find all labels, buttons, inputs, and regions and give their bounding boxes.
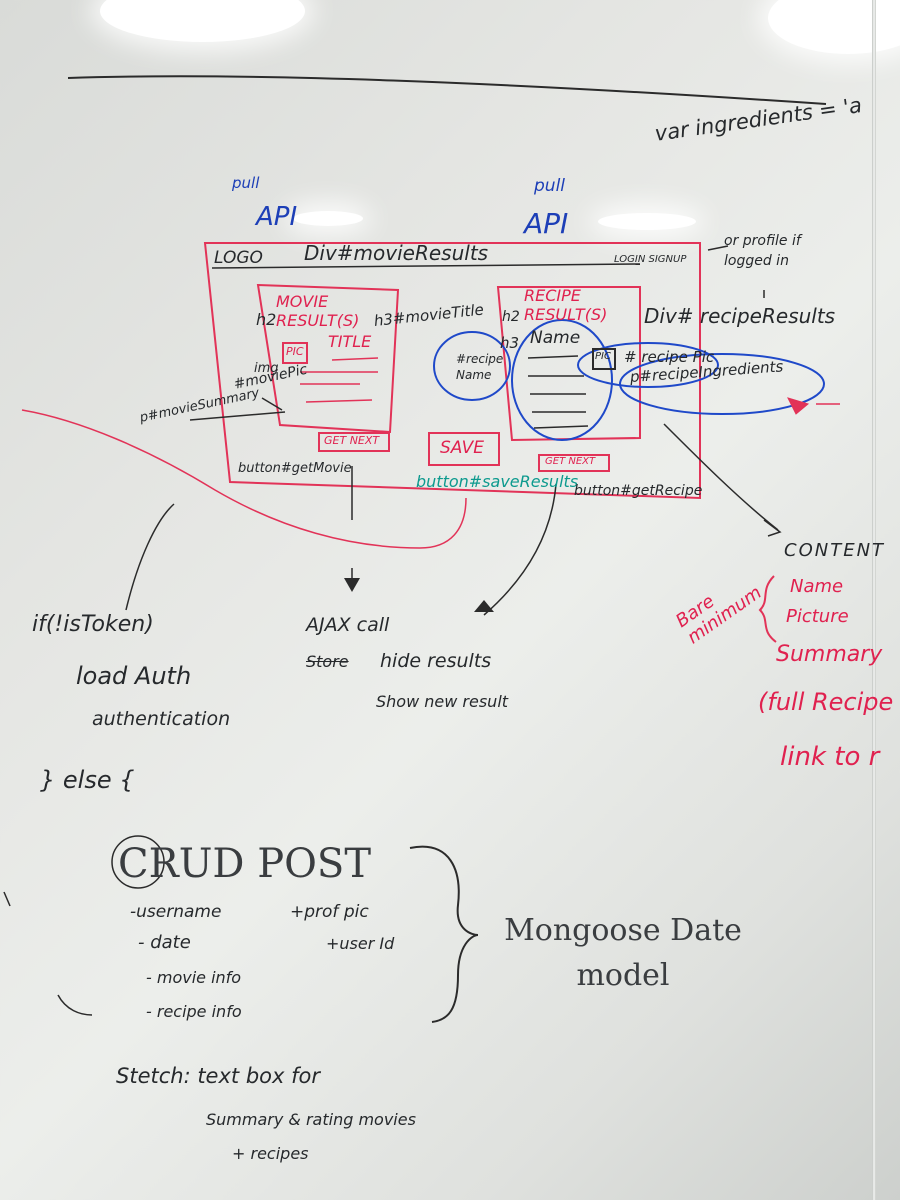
h2-label-right: h2 bbox=[502, 309, 520, 325]
get-next-right-text: GET NEXT bbox=[545, 456, 596, 467]
stretch-line-3: + recipes bbox=[232, 1144, 309, 1163]
post-field-date: - date bbox=[138, 932, 191, 953]
button-get-recipe-text: button#getRecipe bbox=[574, 483, 703, 499]
mongoose-model-text: Mongoose Date model bbox=[504, 913, 742, 993]
stretch-line-2: Summary & rating movies bbox=[206, 1110, 416, 1129]
pic-box-right bbox=[592, 348, 616, 370]
title-text: TITLE bbox=[328, 332, 372, 351]
ajax-call-text: AJAX call bbox=[306, 614, 390, 636]
content-text: CONTENT bbox=[784, 540, 886, 561]
ceiling-light-reflection bbox=[598, 213, 696, 230]
else-text: } else { bbox=[40, 766, 135, 794]
movie-results-text: MOVIE RESULT(S) bbox=[276, 292, 360, 331]
get-next-box-left bbox=[318, 432, 390, 452]
load-auth-text: load Auth bbox=[76, 662, 192, 690]
panel-edge bbox=[872, 0, 876, 1200]
content-item-picture: Picture bbox=[786, 606, 849, 627]
pic-label-left: PIC bbox=[286, 345, 304, 358]
crud-post-text: CRUD POST bbox=[118, 841, 372, 887]
store-text: Store bbox=[306, 652, 349, 671]
content-item-name: Name bbox=[790, 576, 844, 597]
hide-results-text: hide results bbox=[380, 650, 492, 672]
name-text: Name bbox=[530, 328, 581, 348]
pull-label-left: pull bbox=[232, 174, 260, 192]
api-label-right: API bbox=[524, 207, 569, 240]
img-label: img bbox=[254, 361, 279, 376]
ingredients-var-text: var ingredients = 'a bbox=[653, 93, 864, 146]
button-get-movie-text: button#getMovie bbox=[238, 461, 352, 476]
bare-minimum-text: Bare minimum bbox=[672, 581, 766, 649]
get-next-left-text: GET NEXT bbox=[324, 434, 380, 447]
ceiling-light-reflection bbox=[100, 0, 305, 42]
pic-label-right: PIC bbox=[595, 351, 611, 362]
get-next-box-right bbox=[538, 454, 610, 472]
if-is-token-text: if(!isToken) bbox=[32, 612, 154, 637]
div-movie-results-text: Div#movieResults bbox=[304, 241, 489, 265]
api-label-left: API bbox=[256, 202, 298, 232]
login-signup-text: LOGIN SIGNUP bbox=[614, 254, 687, 265]
ceiling-light-reflection bbox=[768, 0, 900, 54]
content-item-summary: Summary bbox=[776, 642, 883, 667]
content-item-full-recipe: (full Recipe bbox=[758, 688, 894, 716]
logo-text: LOGO bbox=[214, 248, 263, 268]
recipe-pic-id-text: # recipe Pic bbox=[624, 348, 715, 366]
authentication-text: authentication bbox=[92, 708, 231, 730]
h3-label-right: h3 bbox=[500, 334, 520, 352]
p-movie-summary-text: p#movieSummary bbox=[138, 385, 261, 426]
or-profile-text: or profile if logged in bbox=[724, 233, 801, 269]
user-id-text: +user Id bbox=[326, 934, 395, 953]
button-save-results-text: button#saveResults bbox=[416, 472, 579, 491]
div-recipe-results-text: Div# recipeResults bbox=[644, 304, 836, 328]
prof-pic-text: +prof pic bbox=[290, 902, 369, 922]
show-new-result-text: Show new result bbox=[376, 692, 509, 711]
pic-box-left bbox=[282, 342, 308, 364]
post-field-username: -username bbox=[130, 902, 222, 922]
content-item-link: link to r bbox=[780, 742, 880, 772]
stretch-line-1: Stetch: text box for bbox=[116, 1064, 320, 1088]
post-field-recipe-info: - recipe info bbox=[146, 1002, 242, 1021]
recipe-name-id-text: #recipe Name bbox=[456, 352, 504, 382]
h2-label-left: h2 bbox=[256, 310, 277, 329]
post-field-movie-info: - movie info bbox=[146, 968, 242, 987]
recipe-results-text: RECIPE RESULT(S) bbox=[524, 286, 608, 325]
h3-movie-title-text: h3#movieTitle bbox=[373, 300, 485, 330]
save-text: SAVE bbox=[440, 438, 484, 458]
ceiling-light-reflection bbox=[293, 211, 363, 226]
pull-label-right: pull bbox=[534, 176, 566, 196]
save-box bbox=[428, 432, 500, 466]
